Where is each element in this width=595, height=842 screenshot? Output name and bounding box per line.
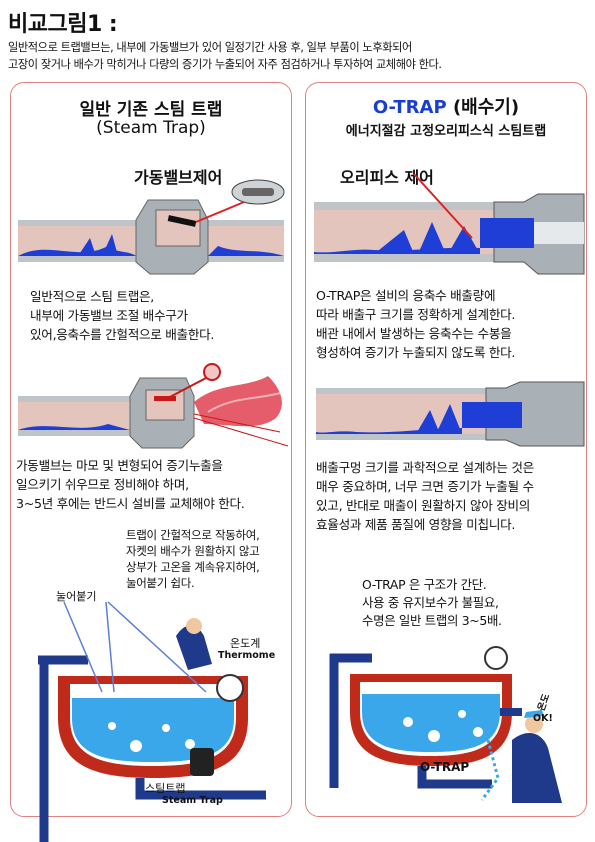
orifice-diagram-2: [316, 381, 585, 447]
steam-leak-diagram: [18, 363, 289, 449]
kettle-with-otrap-diagram: [329, 646, 562, 803]
steam-trap-valve-diagram: [18, 179, 285, 275]
callout-steam-trap-en: Steam Trap: [162, 795, 223, 806]
callout-otrap: O-TRAP: [420, 760, 470, 774]
left-heading: 일반 기존 스팀 트랩: [79, 100, 223, 120]
intro-line-2: 고장이 잦거나 배수가 막히거나 다량의 증기가 누출되어 자주 점검하거나 투…: [8, 58, 442, 71]
right-heading-suffix: (배수기): [452, 97, 520, 118]
page-title: 비교그림1 :: [8, 12, 118, 37]
right-subheading: 에너지절감 고정오리피스식 스팀트랩: [345, 124, 547, 139]
callout-thermometer-en: Thermome: [218, 650, 276, 661]
right-paragraph-3: O-TRAP 은 구조가 간단.사용 중 유지보수가 불필요,수명은 일반 트랩…: [362, 577, 502, 628]
kettle-with-steam-trap-diagram: [38, 601, 266, 842]
left-label-valve-control: 가동밸브제어: [134, 168, 223, 187]
right-label-orifice-control: 오리피스 제어: [340, 168, 434, 187]
right-heading: O-TRAP (배수기): [305, 93, 587, 119]
left-subheading: (Steam Trap): [96, 118, 206, 138]
intro-line-1: 일반적으로 트랩밸브는, 내부에 가동밸브가 있어 일정기간 사용 후, 일부 …: [8, 41, 412, 54]
right-heading-product: O-TRAP: [372, 97, 447, 118]
orifice-diagram-1: [314, 173, 585, 275]
callout-ok: OK!: [533, 713, 553, 724]
callout-scorching: 눌어붙기: [56, 590, 97, 603]
callout-steam-trap: 스팀트랩: [145, 782, 186, 795]
callout-thermometer: 온도계: [230, 637, 261, 650]
